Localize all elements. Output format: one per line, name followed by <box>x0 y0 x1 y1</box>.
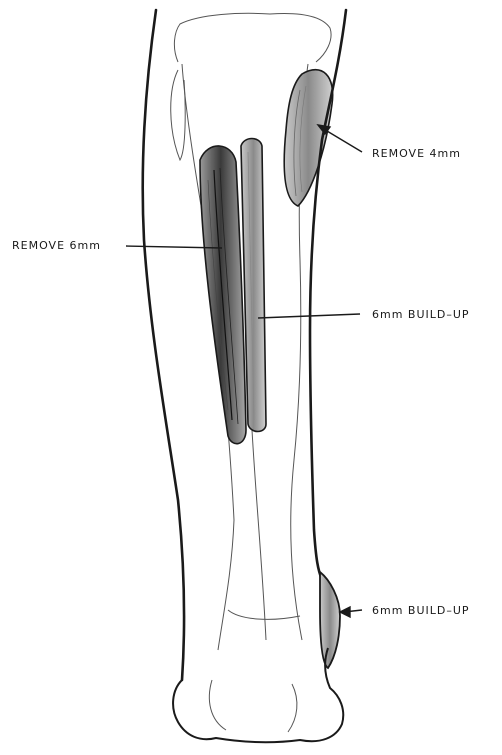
femur-end-outline <box>174 13 331 62</box>
remove-6mm-region <box>200 146 246 444</box>
foot-outline <box>173 648 343 742</box>
label-buildup-lower: 6mm BUILD–UP <box>372 604 470 617</box>
label-buildup-upper: 6mm BUILD–UP <box>372 308 470 321</box>
remove-4mm-region <box>284 70 333 206</box>
fibula-outline <box>171 70 185 160</box>
leg-left-contour <box>143 10 184 680</box>
inner-shaft-line <box>252 430 266 640</box>
label-remove-4mm: REMOVE 4mm <box>372 147 461 160</box>
label-remove-6mm: REMOVE 6mm <box>12 239 101 252</box>
arrow-buildup-lower <box>340 607 350 617</box>
leader-remove-4mm <box>322 128 362 152</box>
buildup-lower-region <box>320 572 340 668</box>
